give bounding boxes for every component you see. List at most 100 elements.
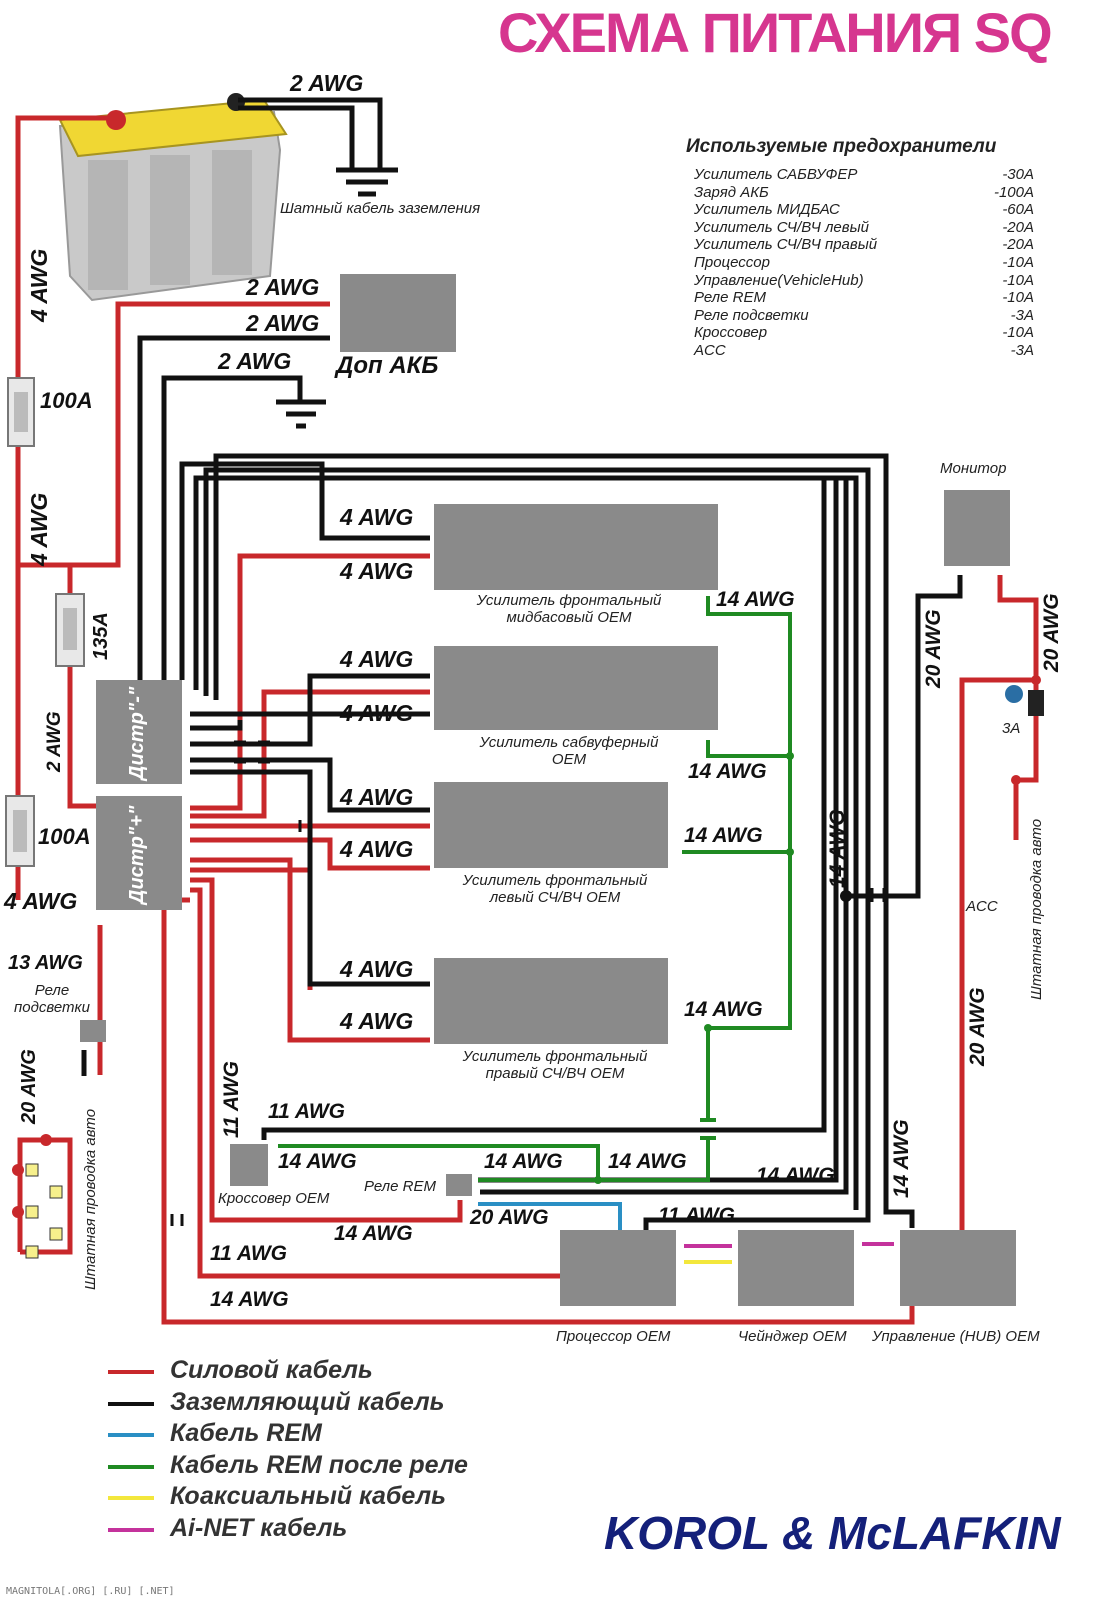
awg-label: 14 AWG	[334, 1222, 413, 1245]
awg-label: 14 AWG	[210, 1288, 289, 1311]
awg-label: 20 AWG	[1040, 593, 1063, 672]
awg-label: 20 AWG	[966, 987, 989, 1066]
ground-nodes	[840, 890, 852, 902]
awg-label: 4 AWG	[340, 504, 414, 530]
rem-relay-nodes	[594, 752, 794, 1184]
hub-label: Управление (HUB) OEM	[872, 1328, 1040, 1345]
fuse-value: -20A	[1002, 218, 1034, 236]
awg-label: 2 AWG	[246, 274, 320, 300]
legend-swatch	[108, 1527, 154, 1532]
legend-swatch	[108, 1401, 154, 1406]
awg-label: 4 AWG	[340, 558, 414, 584]
fuse-table-heading: Используемые предохранители	[686, 136, 997, 157]
battery	[58, 93, 288, 302]
fuse-135a	[55, 593, 85, 667]
fuse-100a-bottom	[5, 795, 35, 867]
awg-label: 14 AWG	[684, 824, 763, 847]
hub-box	[900, 1230, 1016, 1306]
acc-label: ACC	[966, 898, 998, 915]
fuse-row: Кроссовер-10A	[694, 324, 1034, 342]
fuse-value: -10A	[1002, 271, 1034, 289]
rem-relay-label: Реле REM	[364, 1178, 436, 1195]
awg-label: 4 AWG	[26, 492, 52, 566]
fuse-100a-top	[7, 377, 35, 447]
awg-label: 14 AWG	[826, 809, 849, 888]
awg-label: 20 AWG	[18, 1049, 40, 1124]
awg-label: 14 AWG	[756, 1164, 835, 1187]
changer-label: Чейнджер OEM	[738, 1328, 847, 1345]
amp-right-label: Усилитель фронтальный правый СЧ/ВЧ OEM	[462, 1048, 648, 1082]
legend-swatch	[108, 1496, 154, 1500]
awg-label: 4 AWG	[4, 888, 78, 914]
awg-label: 2 AWG	[218, 348, 292, 374]
fuse-3a	[1005, 685, 1044, 716]
page-title: СХЕМА ПИТАНИЯ SQ	[498, 1, 1053, 64]
monitor-label: Монитор	[940, 460, 1007, 477]
watermark: MAGNITOLA[.ORG] [.RU] [.NET]	[6, 1586, 175, 1597]
fuse-row: ACC-3A	[694, 342, 1034, 360]
legend-swatch	[108, 1464, 154, 1469]
crossover-label: Кроссовер OEM	[218, 1190, 330, 1207]
fuse-100a-top-label: 100A	[40, 388, 93, 413]
processor-label: Процессор OEM	[556, 1328, 671, 1345]
fuse-name: Усилитель МИДБАС	[694, 201, 840, 219]
backlight-relay-label: Реле подсветки	[14, 982, 90, 1016]
awg-label: 2 AWG	[290, 70, 364, 96]
ground-lines	[81, 97, 963, 1230]
crossover-box	[230, 1144, 268, 1186]
fuse-value: -3A	[1010, 306, 1034, 324]
dist-plus-box	[96, 796, 182, 910]
awg-label: 13 AWG	[8, 952, 83, 974]
fuse-value: -10A	[1002, 289, 1034, 307]
legend-item: Коаксиальный кабель	[108, 1482, 548, 1512]
amp-right-box	[434, 958, 668, 1044]
amp-left-label: Усилитель фронтальный левый СЧ/ВЧ OEM	[462, 872, 648, 906]
legend-label: Кабель REM после реле	[170, 1450, 468, 1479]
legend-item: Кабель REM	[108, 1419, 548, 1449]
awg-label: 14 AWG	[608, 1150, 687, 1173]
awg-label: 4 AWG	[26, 248, 52, 322]
amp-mid-box	[434, 504, 718, 590]
legend-label: Заземляющий кабель	[170, 1387, 445, 1416]
fuse-name: Усилитель СЧ/ВЧ правый	[694, 236, 878, 254]
awg-label: 4 AWG	[340, 700, 414, 726]
fuse-name: Управление(VehicleHub)	[694, 271, 864, 289]
stock-wiring-left-marks	[25, 1163, 63, 1259]
legend-label: Силовой кабель	[170, 1356, 373, 1384]
fuse-row: Реле подсветки-3A	[694, 307, 1034, 325]
amp-sub-box	[434, 646, 718, 730]
fuse-value: -60A	[1002, 201, 1034, 219]
legend-item: Заземляющий кабель	[108, 1388, 548, 1418]
fuse-name: Заряд АКБ	[694, 183, 769, 201]
rem-relay-lines	[278, 596, 792, 1182]
fuse-row: Процессор-10A	[694, 254, 1034, 272]
inline-fuse-ticks	[170, 740, 886, 1226]
stock-wiring-left-label: Штатная проводка авто	[82, 1108, 99, 1290]
fuse-value: -10A	[1002, 324, 1034, 342]
legend-label: Коаксиальный кабель	[170, 1482, 446, 1510]
awg-label: 14 AWG	[688, 760, 767, 783]
signal-lines	[684, 1242, 894, 1264]
fuse-3a-label: 3A	[1002, 720, 1021, 737]
fuse-name: Усилитель СЧ/ВЧ левый	[694, 218, 869, 236]
processor-box	[560, 1230, 676, 1306]
legend-item: Силовой кабель	[108, 1356, 548, 1386]
rem-relay-box	[446, 1174, 472, 1196]
amp-mid-label: Усилитель фронтальный мидбасовый OEM	[476, 592, 662, 626]
awg-label: 20 AWG	[922, 609, 945, 688]
amp-left-box	[434, 782, 668, 868]
fuse-name: ACC	[694, 342, 726, 359]
power-nodes	[12, 675, 1041, 1218]
awg-label: 11 AWG	[210, 1242, 288, 1265]
awg-label: 4 AWG	[340, 956, 414, 982]
dist-minus-label: Дистр"-"	[126, 686, 148, 780]
awg-label: 4 AWG	[340, 784, 414, 810]
stock-wiring-right-label: Штатная проводка авто	[1028, 818, 1045, 1000]
changer-box	[738, 1230, 854, 1306]
fuse-135a-label: 135A	[90, 612, 112, 660]
awg-label: 14 AWG	[278, 1150, 357, 1173]
monitor-box	[944, 490, 1010, 566]
fuse-row: Усилитель МИДБАС -60A	[694, 201, 1034, 219]
awg-label: 4 AWG	[340, 646, 414, 672]
awg-label: 11 AWG	[268, 1100, 346, 1123]
